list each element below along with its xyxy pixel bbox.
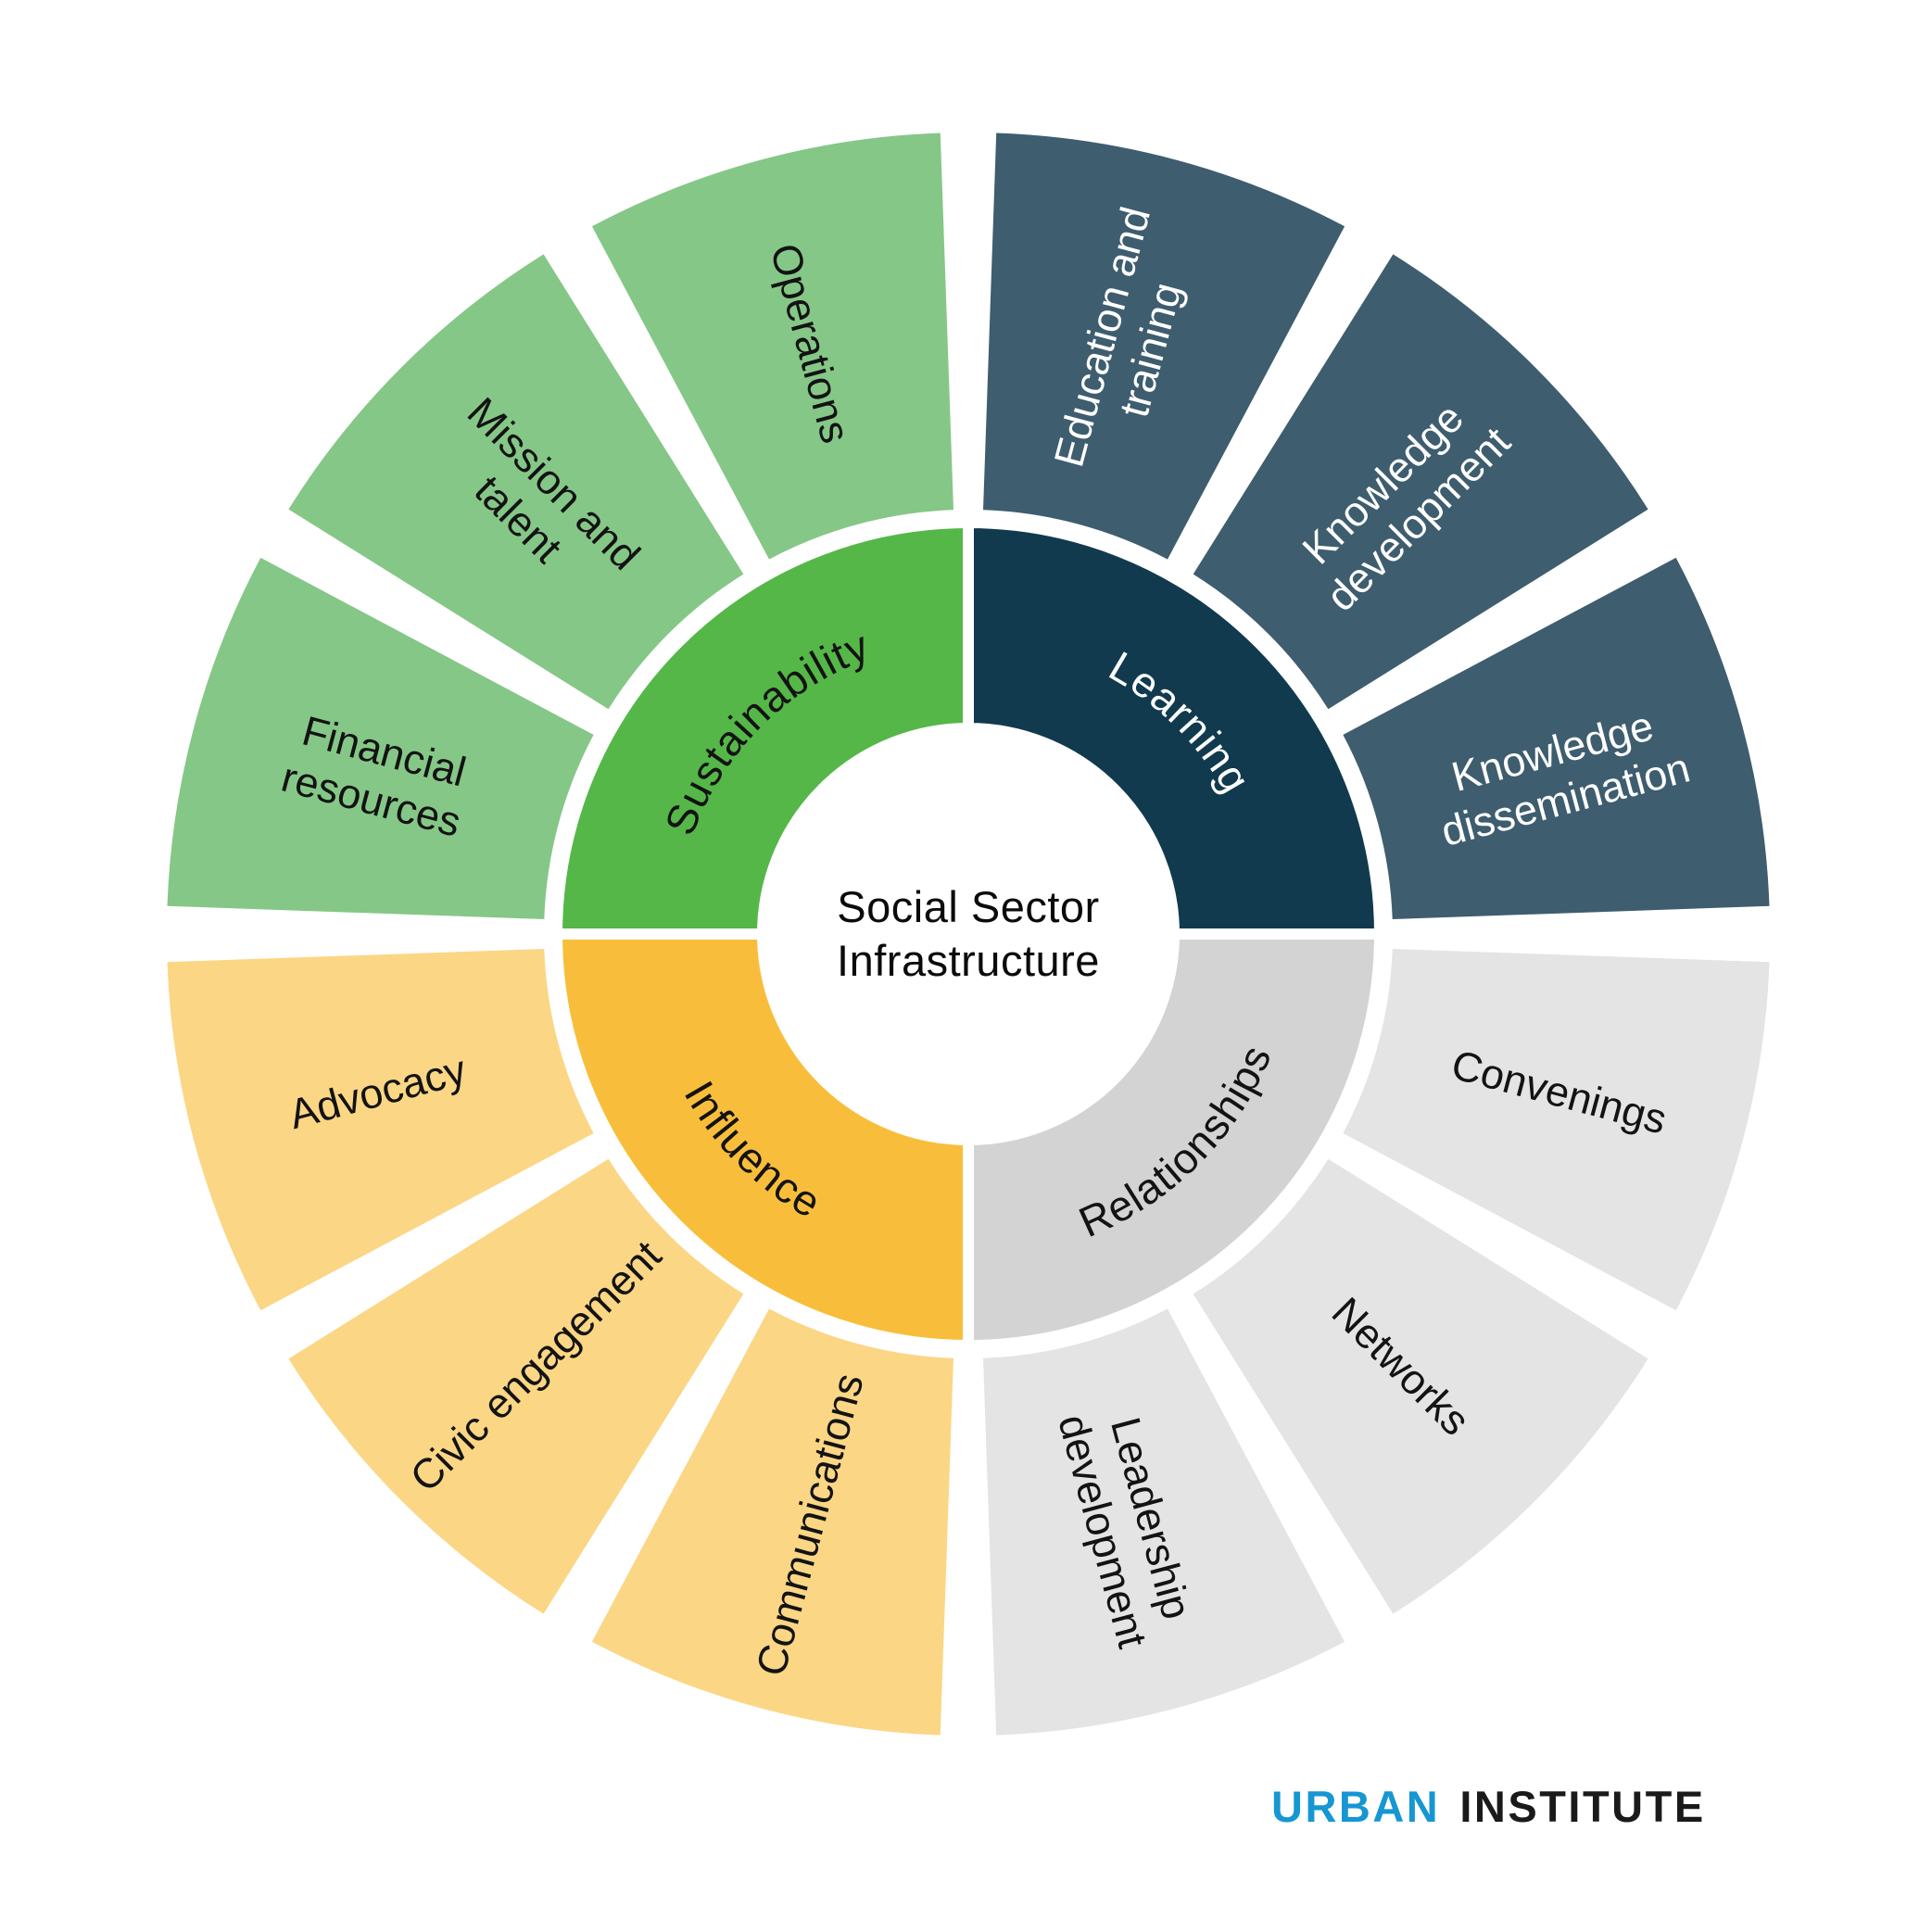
- segment-knowledge-development: [1193, 254, 1648, 710]
- segment-knowledge-dissemination: [1343, 557, 1770, 919]
- quadrant-relationships: [963, 928, 1386, 1352]
- segment-financial-resources: [167, 557, 594, 919]
- quadrant-sustainability: [550, 516, 974, 940]
- segment-networks: [1193, 1158, 1648, 1614]
- segment-advocacy: [167, 949, 594, 1311]
- quadrant-influence: [550, 928, 974, 1352]
- segment-communications: [591, 1308, 953, 1736]
- segment-mission-and-talent: [288, 254, 744, 710]
- logo-word-urban: URBAN: [1271, 1782, 1441, 1831]
- logo-word-institute: INSTITUTE: [1459, 1782, 1706, 1831]
- center-title-line2: Infrastructure: [837, 936, 1100, 985]
- segment-education-and-training: [983, 133, 1345, 560]
- segment-leadership-development: [983, 1308, 1345, 1736]
- quadrant-learning: [963, 516, 1386, 940]
- urban-institute-logo: URBAN INSTITUTE: [1271, 1781, 1706, 1832]
- center-title-line1: Social Sector: [837, 882, 1100, 931]
- segment-operations: [591, 133, 953, 560]
- segment-convenings: [1343, 949, 1770, 1311]
- center-title: Social Sector Infrastructure: [837, 880, 1100, 988]
- segment-civic-engagement: [288, 1158, 744, 1614]
